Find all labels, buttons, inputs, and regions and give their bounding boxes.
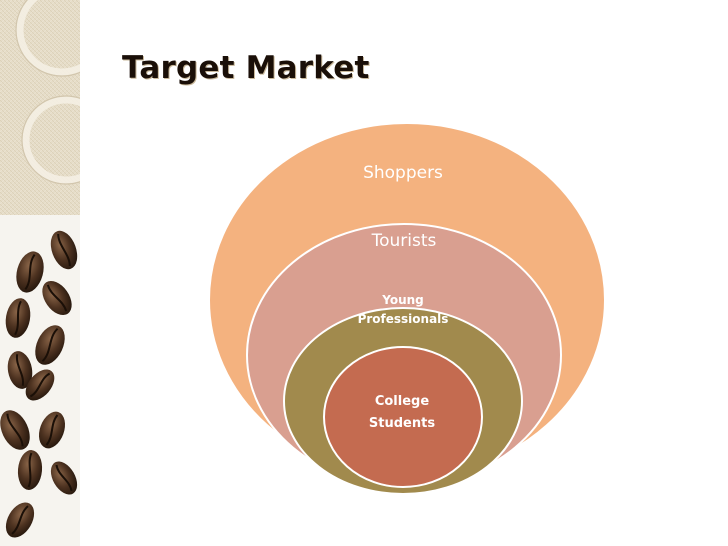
left-decoration	[0, 0, 80, 546]
ring-decoration-icon	[16, 0, 80, 184]
coffee-bean-icon	[0, 230, 78, 538]
label-young: Young	[381, 293, 424, 307]
label-students: Students	[369, 416, 435, 431]
ring-college-students	[323, 346, 483, 488]
slide-title: Target Market	[122, 50, 370, 86]
label-professionals: Professionals	[358, 312, 449, 326]
label-tourists: Tourists	[371, 231, 437, 251]
label-shoppers: Shoppers	[363, 163, 443, 183]
label-college: College	[375, 394, 430, 409]
